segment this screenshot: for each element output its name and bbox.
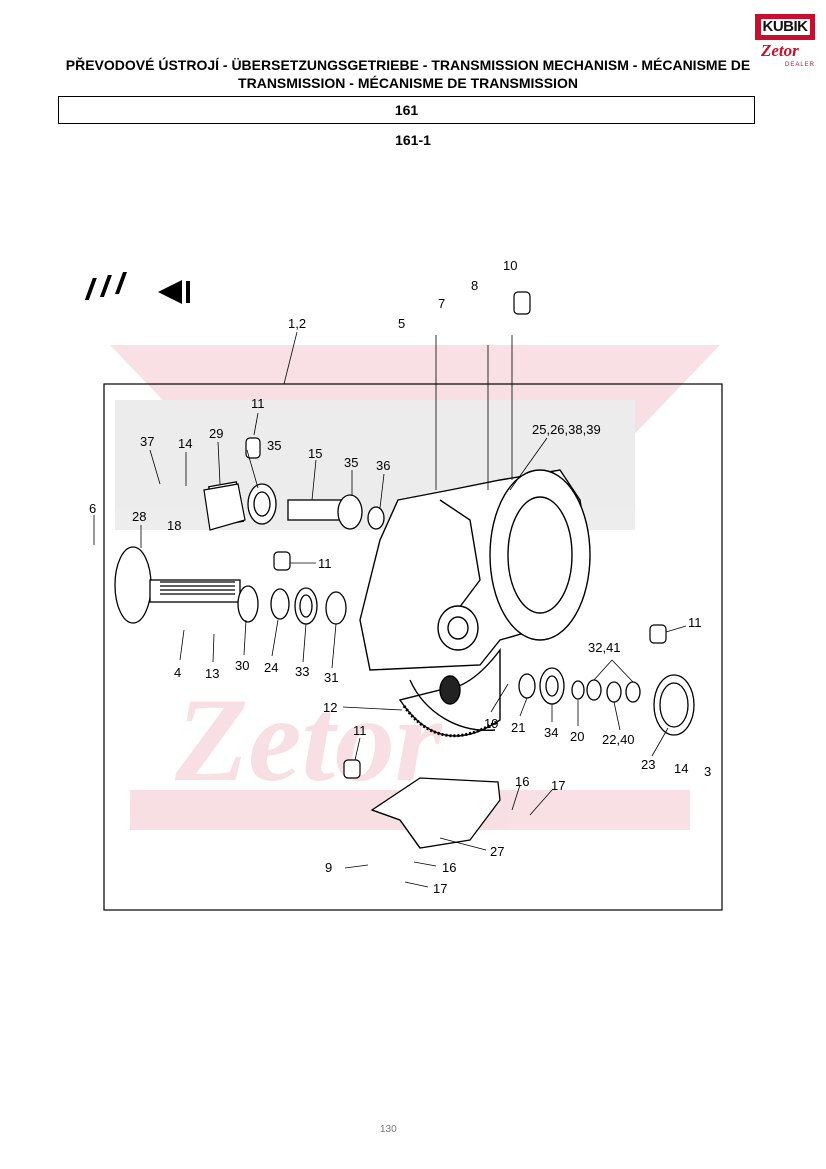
callout-23: 23: [641, 757, 655, 772]
callout-4: 4: [174, 665, 181, 680]
callout-12: 12: [323, 700, 337, 715]
callout-28: 28: [132, 509, 146, 524]
callout-7: 7: [438, 296, 445, 311]
callout-25-26-38-39: 25,26,38,39: [532, 422, 601, 437]
callout-16-a: 16: [515, 774, 529, 789]
dealer-tag: DEALER: [785, 62, 816, 68]
callout-16-b: 16: [442, 860, 456, 875]
callout-35-b: 35: [344, 455, 358, 470]
figure-number: 161-1: [395, 132, 431, 148]
callout-14-a: 14: [178, 436, 192, 451]
callout-18: 18: [167, 518, 181, 533]
callout-15: 15: [308, 446, 322, 461]
right-bearings: [518, 667, 695, 736]
callout-13: 13: [205, 666, 219, 681]
callout-5: 5: [398, 316, 405, 331]
callout-35-a: 35: [267, 438, 281, 453]
gearbox-housing: [359, 469, 591, 732]
watermark: Zetor: [110, 345, 720, 830]
callout-24: 24: [264, 660, 278, 675]
callout-17-b: 17: [433, 881, 447, 896]
callout-11-c: 11: [688, 615, 702, 630]
zetor-logo: Zetor: [761, 41, 799, 60]
callout-29: 29: [209, 426, 223, 441]
leader-lines: [93, 331, 687, 888]
callout-14-b: 14: [674, 761, 688, 776]
callout-11-d: 11: [353, 723, 367, 738]
callout-11-a: 11: [251, 396, 265, 411]
callout-11-b: 11: [318, 556, 332, 571]
callout-6: 6: [89, 501, 96, 516]
callout-33: 33: [295, 664, 309, 679]
callout-30: 30: [235, 658, 249, 673]
callout-8: 8: [471, 278, 478, 293]
cover-plate: [203, 483, 246, 531]
page-title: PŘEVODOVÉ ÚSTROJÍ - ÜBERSETZUNGSGETRIEBE…: [65, 57, 751, 91]
oil-pan: [370, 777, 501, 849]
section-number: 161: [58, 96, 755, 124]
callout-20: 20: [570, 729, 584, 744]
callout-22-40: 22,40: [602, 732, 635, 747]
callout-10: 10: [503, 258, 517, 273]
callout-17-a: 17: [551, 778, 565, 793]
callout-31: 31: [324, 670, 338, 685]
callout-labels: 1,2 3 4 5 6 7 8 9 10 11 11 11 11 12 13 1…: [89, 258, 711, 896]
callout-1-2: 1,2: [288, 316, 306, 331]
callout-19: 19: [484, 716, 498, 731]
kubik-logo: KUBIK: [755, 14, 815, 40]
callout-3: 3: [704, 764, 711, 779]
page-number: 130: [380, 1124, 397, 1135]
left-bearings: [237, 585, 347, 625]
callout-27: 27: [490, 844, 504, 859]
callout-36: 36: [376, 458, 390, 473]
callout-21: 21: [511, 720, 525, 735]
direction-arrow-icon: [84, 272, 190, 304]
speed-sensors: [245, 291, 667, 779]
callout-9: 9: [325, 860, 332, 875]
callout-34: 34: [544, 725, 558, 740]
dealer-logo: KUBIK Zetor DEALER: [755, 14, 815, 72]
callout-37: 37: [140, 434, 154, 449]
crown-wheel: [398, 647, 501, 738]
svg-text:Zetor: Zetor: [174, 673, 443, 806]
output-shaft: [114, 546, 241, 624]
assembly-frame: [103, 383, 723, 911]
callout-32-41: 32,41: [588, 640, 621, 655]
